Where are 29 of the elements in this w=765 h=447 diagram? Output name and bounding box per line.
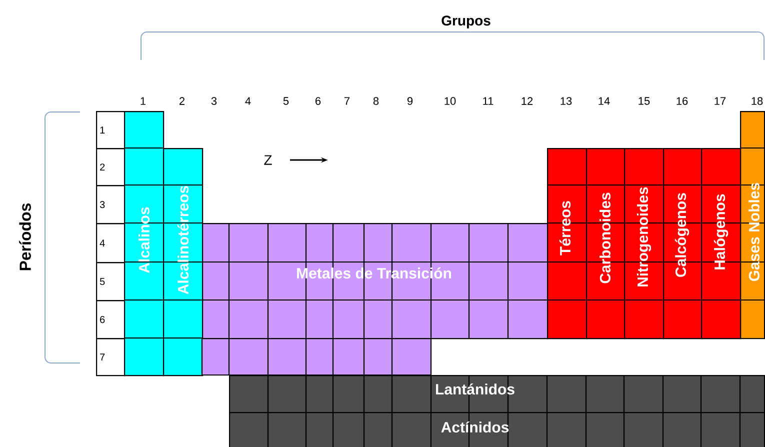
group-block: Alcalinos <box>124 111 164 376</box>
group-block: Actínidos <box>229 412 765 447</box>
column-number: 4 <box>245 97 251 105</box>
column-number: 7 <box>344 97 350 105</box>
column-number: 6 <box>316 97 321 105</box>
column-number: 14 <box>598 97 610 105</box>
column-number: 15 <box>638 97 650 105</box>
group-block: Gases Nobles <box>740 111 765 340</box>
column-number: 10 <box>444 97 456 105</box>
column-number: 11 <box>483 97 494 105</box>
axis-title: Grupos <box>442 16 490 28</box>
column-number: 12 <box>522 97 533 105</box>
column-number: 3 <box>211 97 217 105</box>
column-number: 5 <box>283 97 289 105</box>
group-block: Lantánidos <box>229 375 765 414</box>
group-block: Alcalinotérreos <box>163 148 204 376</box>
column-number: 13 <box>560 97 572 105</box>
group-block: Térreos <box>547 148 588 340</box>
group-block: Nitrogenoides <box>624 148 664 340</box>
group-block: Carbonoides <box>586 148 626 340</box>
group-block: Halógenos <box>701 148 742 340</box>
column-number: 17 <box>714 97 726 105</box>
z-label: Z <box>264 155 272 165</box>
axis-title: Períodos <box>19 203 31 270</box>
column-number: 9 <box>407 97 413 105</box>
column-number: 16 <box>676 97 688 105</box>
group-block: Calcógenos <box>663 148 702 340</box>
column-number: 8 <box>373 97 379 105</box>
column-number: 2 <box>180 97 184 105</box>
